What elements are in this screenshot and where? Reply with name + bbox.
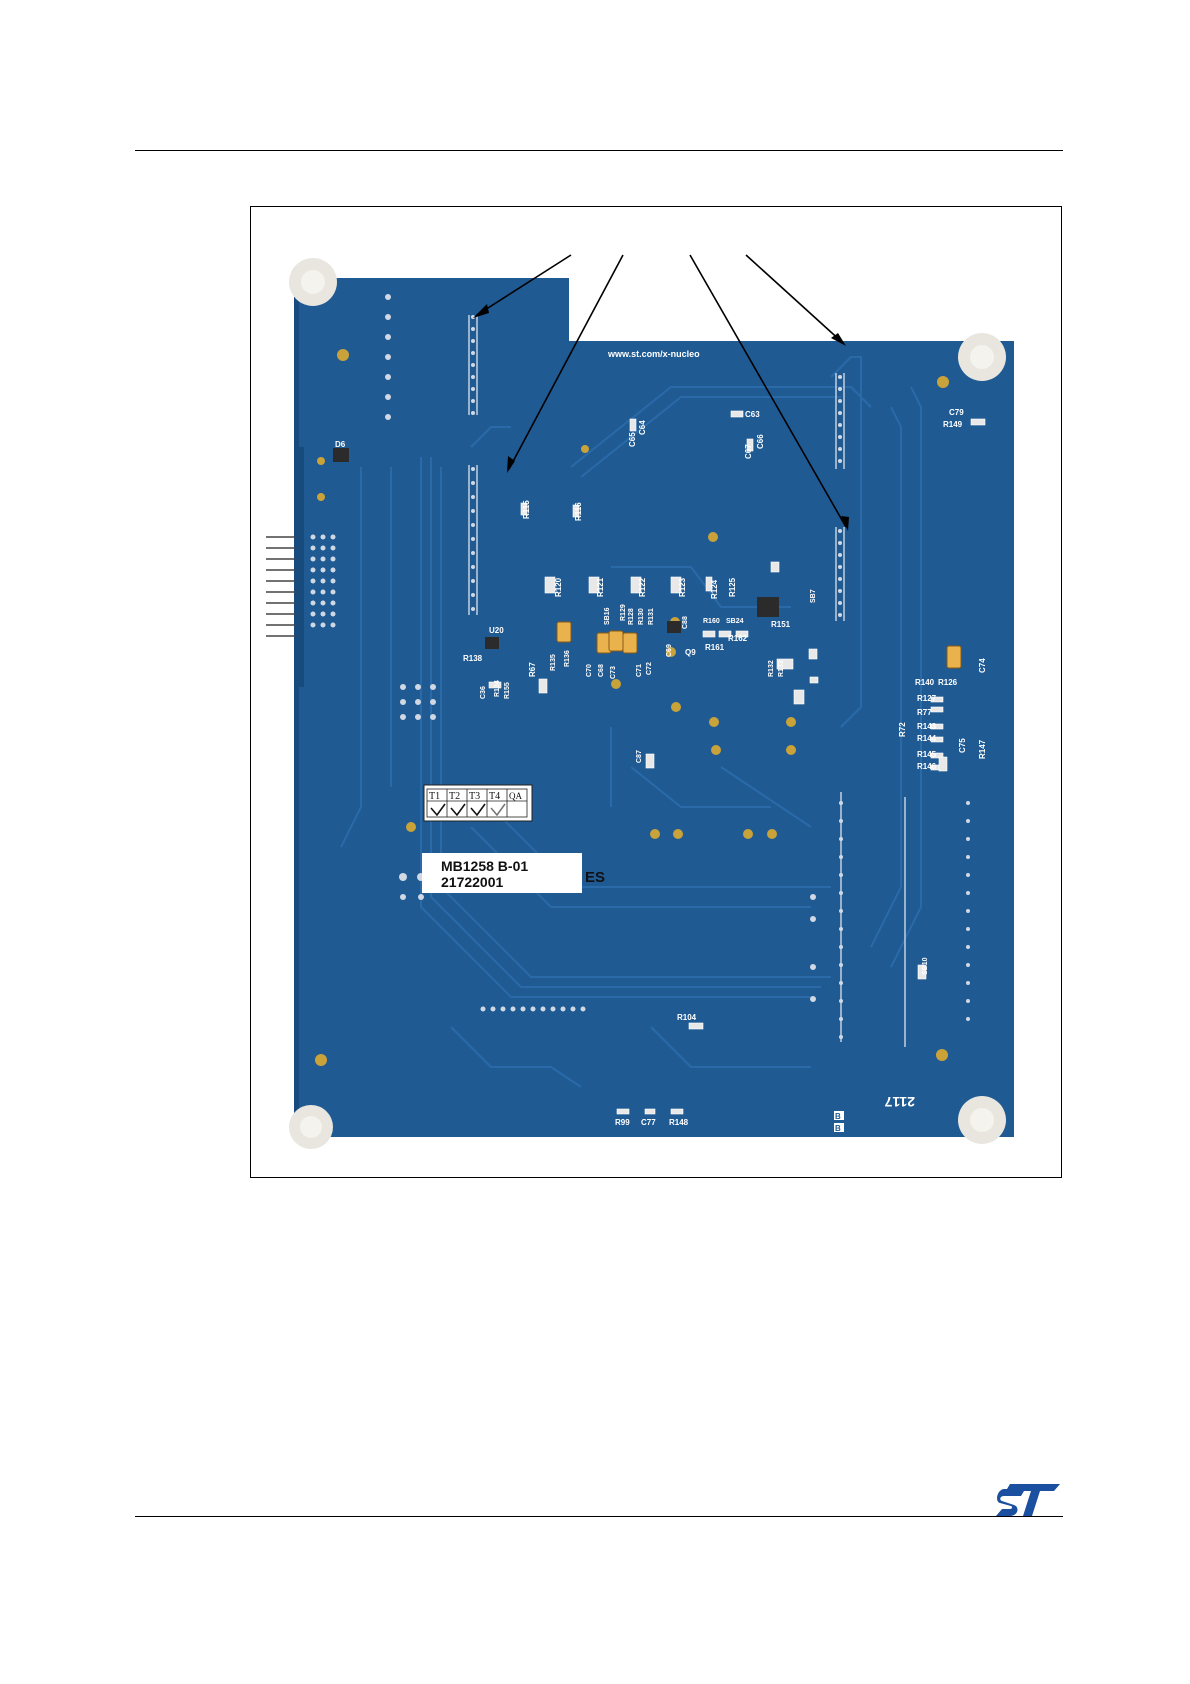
- b-mark: B: [835, 1112, 841, 1121]
- silk-r129: R129: [620, 604, 627, 621]
- silk-c87: C87: [636, 750, 643, 763]
- board-url: www.st.com/x-nucleo: [607, 349, 700, 359]
- silk-r77: R77: [917, 708, 932, 717]
- qa-header-qa: QA: [509, 791, 522, 801]
- qa-header-t2: T2: [449, 791, 460, 802]
- silk-sb24: SB24: [726, 618, 744, 625]
- silk-r146: R146: [917, 762, 937, 771]
- silk-r67: R67: [528, 662, 537, 677]
- silk-d6: D6: [335, 440, 346, 449]
- qa-header-t1: T1: [429, 791, 440, 802]
- silk-r162: R162: [728, 634, 748, 643]
- silk-c66: C66: [756, 434, 765, 449]
- check-mark-icon: [450, 803, 466, 817]
- qa-header-t3: T3: [469, 791, 480, 802]
- qa-header-t4: T4: [489, 791, 500, 802]
- silk-r149: R149: [943, 420, 963, 429]
- silk-r72: R72: [898, 722, 907, 737]
- silk-c69: C69: [666, 644, 673, 657]
- silk-r128: R128: [628, 608, 635, 625]
- silk-r160: R160: [703, 618, 720, 625]
- qa-label: T1 T2 T3 T4 QA: [423, 784, 533, 822]
- silk-c63: C63: [745, 410, 760, 419]
- silk-sb10: SB10: [922, 957, 929, 975]
- silk-r151: R151: [771, 620, 791, 629]
- silk-c67: C67: [744, 444, 753, 459]
- ic-packages: [333, 448, 779, 649]
- board-photo: T1 T2 T3 T4 QA MB1258 B-01 21722001 ES w…: [266, 254, 1014, 1149]
- silk-sb16: SB16: [604, 607, 611, 625]
- silk-c72: C72: [646, 662, 653, 675]
- silk-r120: R120: [554, 577, 563, 597]
- silk-r115: R115: [522, 500, 531, 519]
- silk-r140: R140: [915, 678, 935, 687]
- silk-r148: R148: [669, 1118, 689, 1127]
- pcb-board: [294, 278, 1014, 1137]
- silk-c79: C79: [949, 408, 964, 417]
- silk-r138: R138: [463, 654, 483, 663]
- board-number: 2117: [884, 1094, 915, 1110]
- check-mark-icon: [490, 803, 506, 817]
- silk-r125: R125: [728, 577, 737, 597]
- silk-r131: R131: [648, 608, 655, 625]
- pcb-traces: [340, 356, 922, 1088]
- serial-model: MB1258 B-01: [441, 858, 528, 874]
- silk-r147: R147: [978, 739, 987, 759]
- silk-c88: C88: [682, 616, 689, 629]
- silk-c75: C75: [958, 738, 967, 753]
- check-mark-icon: [430, 803, 446, 817]
- footer-rule: [135, 1516, 1063, 1517]
- st-logo: [996, 1484, 1060, 1516]
- silk-c68: C68: [598, 664, 605, 677]
- silk-c77: C77: [641, 1118, 656, 1127]
- silk-r135: R135: [550, 654, 557, 671]
- standoff-spacers: [289, 258, 1006, 1149]
- through-hole-pads: [310, 294, 816, 1012]
- silk-c73: C73: [610, 666, 617, 679]
- silk-sb7: SB7: [810, 589, 817, 603]
- silk-r136: R136: [564, 650, 571, 667]
- silk-u20: U20: [489, 626, 504, 635]
- silk-c71: C71: [636, 664, 643, 677]
- edge-connector-pins: [266, 536, 296, 637]
- silk-r122: R122: [638, 577, 647, 597]
- silk-c64: C64: [638, 420, 647, 435]
- silk-r124: R124: [710, 579, 719, 599]
- silk-r143: R143: [917, 722, 937, 731]
- arrowheads: [473, 304, 849, 531]
- silk-r126: R126: [938, 678, 958, 687]
- silk-r134: R134: [494, 680, 501, 697]
- silk-r123: R123: [678, 577, 687, 597]
- silk-c70: C70: [586, 664, 593, 677]
- silk-r104: R104: [677, 1013, 697, 1022]
- silk-r99: R99: [615, 1118, 630, 1127]
- silk-r161: R161: [705, 643, 725, 652]
- serial-suffix: ES: [585, 869, 605, 886]
- header-rule: [135, 150, 1063, 151]
- header-pins: [471, 315, 970, 1039]
- serial-label: MB1258 B-01 21722001 ES: [422, 853, 605, 893]
- silkscreen-labels: www.st.com/x-nucleo C63 C64 C65 C66 C67 …: [335, 349, 987, 1133]
- check-mark-icon: [470, 803, 486, 817]
- silk-r132: R132: [768, 660, 775, 677]
- silk-r130: R130: [638, 608, 645, 625]
- figure-frame: T1 T2 T3 T4 QA MB1258 B-01 21722001 ES w…: [250, 206, 1062, 1178]
- tantalum-capacitors: [556, 621, 962, 669]
- silk-c36: C36: [480, 686, 487, 699]
- silk-c74: C74: [978, 658, 987, 673]
- silk-r127: R127: [917, 694, 937, 703]
- smd-components: [488, 410, 986, 1115]
- silk-r155: R155: [504, 682, 511, 699]
- silk-q9: Q9: [685, 648, 696, 657]
- serial-number: 21722001: [441, 874, 504, 890]
- silk-r144: R144: [917, 734, 937, 743]
- b-mark: B: [835, 1124, 841, 1133]
- callout-arrows: [476, 254, 847, 528]
- silk-r133: R133: [778, 660, 785, 677]
- silk-r116: R116: [574, 502, 583, 521]
- silk-r145: R145: [917, 750, 937, 759]
- silk-r121: R121: [596, 577, 605, 597]
- silk-c65: C65: [628, 432, 637, 447]
